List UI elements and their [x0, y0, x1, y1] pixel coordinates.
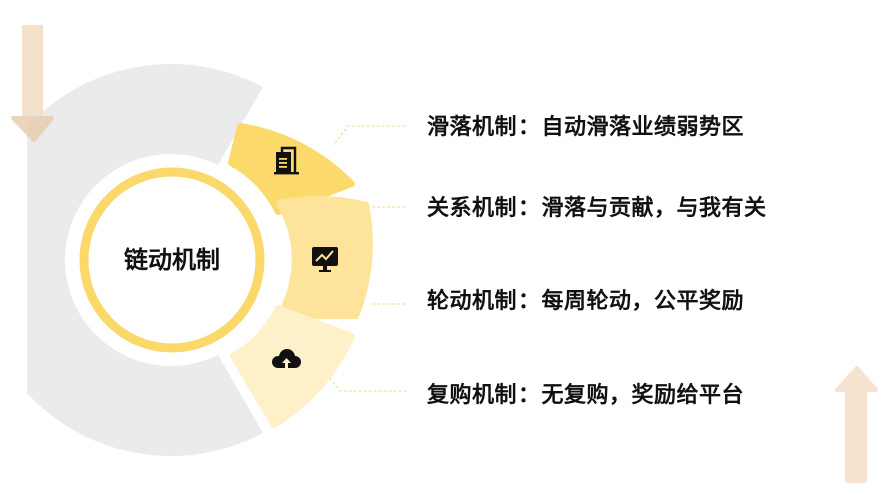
mechanism-sliding: 滑落机制：自动滑落业绩弱势区	[427, 115, 745, 140]
mechanism-relation: 关系机制：滑落与贡献，与我有关	[427, 196, 767, 221]
arrow-up-icon	[835, 366, 878, 483]
mechanism-description: 自动滑落业绩弱势区	[541, 115, 745, 140]
mechanism-description: 无复购，奖励给平台	[541, 383, 745, 408]
connector-lines	[329, 125, 407, 392]
mechanism-repurchase: 复购机制：无复购，奖励给平台	[427, 383, 745, 408]
mechanism-label: 复购机制	[427, 383, 518, 408]
mechanism-label: 滑落机制	[427, 115, 518, 140]
mechanism-description: 每周轮动，公平奖励	[541, 289, 745, 314]
mechanism-description: 滑落与贡献，与我有关	[541, 196, 767, 221]
arrow-down-icon	[11, 25, 54, 142]
center-title: 链动机制	[124, 246, 220, 274]
mechanism-label: 关系机制	[427, 196, 518, 221]
cloud-upload-icon	[272, 349, 301, 369]
building-icon	[274, 146, 299, 175]
mechanism-label: 轮动机制	[427, 289, 518, 314]
segment-sliding	[228, 123, 355, 215]
monitor-chart-icon	[312, 247, 338, 272]
mechanism-rotation: 轮动机制：每周轮动，公平奖励	[427, 289, 745, 314]
inner-ring	[79, 167, 265, 353]
grey-ring	[27, 64, 263, 456]
